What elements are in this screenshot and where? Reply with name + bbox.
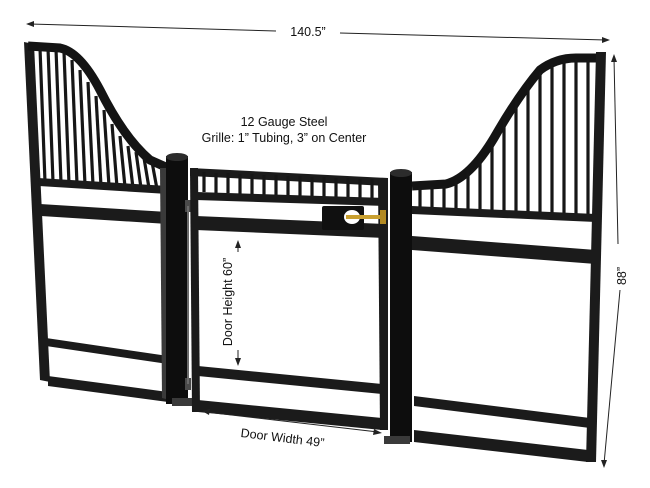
right-grille: [418, 59, 590, 218]
door-height-dimension: Door Height 60”: [221, 240, 241, 366]
door-height-label: Door Height 60”: [221, 258, 235, 346]
door-grille: [202, 172, 374, 199]
material-notes: 12 Gauge Steel Grille: 1” Tubing, 3” on …: [202, 115, 367, 145]
right-panel: [411, 52, 606, 462]
left-center-post: [166, 153, 194, 406]
overall-height-dimension: 88”: [601, 54, 629, 468]
door-latch: [322, 206, 386, 230]
overall-width-label: 140.5”: [290, 25, 325, 39]
sliding-door: [190, 168, 388, 430]
left-grille: [38, 47, 159, 190]
grille-note: Grille: 1” Tubing, 3” on Center: [202, 131, 367, 145]
door-width-label: Door Width 49”: [240, 426, 325, 450]
overall-width-dimension: 140.5”: [26, 21, 610, 43]
right-center-post: [384, 169, 412, 444]
overall-height-label: 88”: [615, 267, 629, 285]
left-panel: [24, 41, 170, 402]
material-note: 12 Gauge Steel: [241, 115, 328, 129]
